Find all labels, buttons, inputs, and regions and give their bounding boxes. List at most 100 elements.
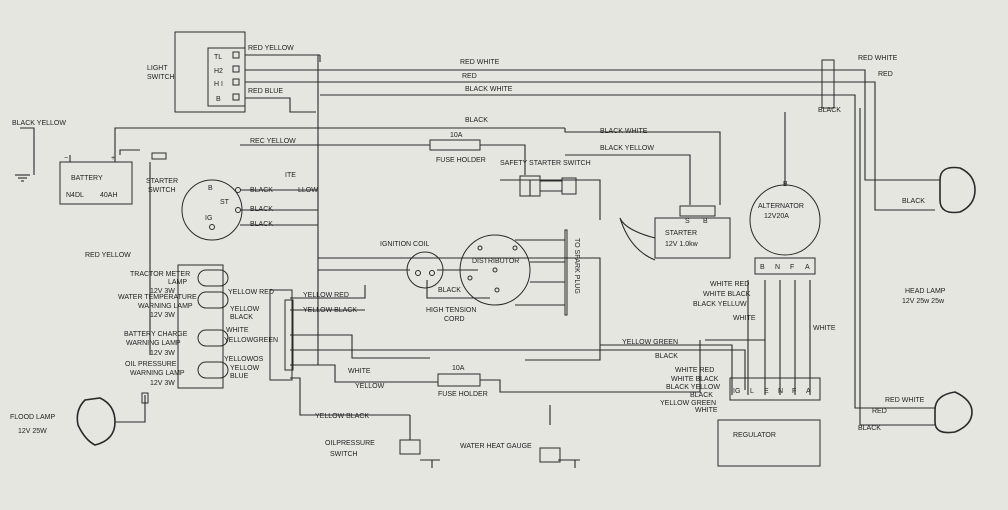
regulator: REGULATOR IG L E N F A bbox=[717, 377, 821, 467]
tractor-meter-label-3: 12V 3W bbox=[150, 288, 175, 295]
wire-black-7: BLACK bbox=[902, 198, 925, 205]
head-lamp-spec: 12V 25w 25w bbox=[902, 298, 945, 305]
wire-black-8: BLACK bbox=[858, 425, 881, 432]
oil-pressure-switch: OILPRESSURE SWITCH bbox=[325, 415, 440, 468]
wire-black-b: BLACK bbox=[250, 187, 273, 194]
wire-reg-yellow-green: YELLOW GREEN bbox=[660, 400, 716, 407]
wire-alt-white-red: WHITE RED bbox=[710, 281, 749, 288]
starter-switch-label-1: STARTER bbox=[146, 178, 178, 185]
oil-switch-label-2: SWITCH bbox=[330, 451, 358, 458]
battery: BATTERY N4DL 40AH − + bbox=[15, 155, 133, 205]
wire-labels: BLACK YELLOW RED YELLOW RED WHITE RED BL… bbox=[12, 45, 925, 432]
high-tension-label-2: CORD bbox=[444, 316, 465, 323]
wire-reg-white-red: WHITE RED bbox=[675, 367, 714, 374]
wire-red-yellow: RED YELLOW bbox=[248, 45, 294, 52]
wire-ite: ITE bbox=[285, 172, 296, 179]
wire-black-2: BLACK bbox=[230, 314, 253, 321]
wire-yellow-black-2: YELLOW BLACK bbox=[315, 413, 369, 420]
ls-terminal-h1: H I bbox=[214, 81, 223, 88]
oil-switch-label-1: OILPRESSURE bbox=[325, 440, 375, 447]
safety-starter-label: SAFETY STARTER SWITCH bbox=[500, 160, 591, 167]
fuse-holder-1-label: FUSE HOLDER bbox=[436, 157, 486, 164]
wire-blue-1: BLUE bbox=[230, 373, 249, 380]
oil-pressure-label-1: OIL PRESSURE bbox=[125, 361, 177, 368]
flood-lamp: FLOOD LAMP 12V 25W bbox=[10, 392, 149, 446]
alt-terminal-0: B bbox=[760, 264, 765, 271]
regulator-label: REGULATOR bbox=[733, 432, 776, 439]
wire-reg-white: WHITE bbox=[695, 407, 718, 414]
ls-terminal-h2: H2 bbox=[214, 68, 223, 75]
reg-terminal-5: A bbox=[806, 388, 811, 395]
wire-red-blue: RED BLUE bbox=[248, 88, 283, 95]
oil-pressure-label-3: 12V 3W bbox=[150, 380, 175, 387]
fuse-holder-1: 10A FUSE HOLDER bbox=[429, 132, 486, 164]
wire-black-white-2: BLACK WHITE bbox=[600, 128, 648, 135]
wire-reg-white-black: WHITE BLACK bbox=[671, 376, 719, 383]
wire-red-white: RED WHITE bbox=[460, 59, 500, 66]
starter-switch: STARTER SWITCH B ST IG bbox=[146, 152, 243, 241]
wire-white-1: WHITE bbox=[226, 327, 249, 334]
alternator-label: ALTERNATOR bbox=[758, 203, 804, 210]
wire-alt-black-yellow: BLACK YELLUW bbox=[693, 301, 747, 308]
oil-pressure-label-2: WARNING LAMP bbox=[130, 370, 185, 377]
fuse-holder-2: 10A FUSE HOLDER bbox=[437, 365, 488, 398]
alternator-terminal-b: B bbox=[783, 181, 788, 188]
wire-red-3: RED bbox=[872, 408, 887, 415]
wire-yellow-green-2: YELLOW GREEN bbox=[622, 339, 678, 346]
starter-terminal-s: S bbox=[685, 218, 690, 225]
wire-alt-white-black: WHITE BLACK bbox=[703, 291, 751, 298]
battery-label: BATTERY bbox=[71, 175, 103, 182]
battery-plus: + bbox=[111, 155, 115, 162]
wire-llow: LLOW bbox=[298, 187, 318, 194]
tractor-meter-label-2: LAMP bbox=[168, 279, 187, 286]
to-spark-plug-label: TO SPARK PLUG bbox=[573, 238, 580, 294]
wire-red-2: RED bbox=[878, 71, 893, 78]
reg-terminal-3: N bbox=[778, 388, 783, 395]
wire-white-3: WHITE bbox=[813, 325, 836, 332]
wire-yellow-green-1: YELLOWGREEN bbox=[224, 337, 278, 344]
wire-reg-black: BLACK bbox=[690, 392, 713, 399]
wire-yellow-2: YELLOW bbox=[230, 365, 260, 372]
distributor: DISTRIBUTOR HIGH TENSION CORD TO SPARK P… bbox=[426, 229, 580, 323]
starter-spec: 12V 1.0kw bbox=[665, 241, 699, 248]
wire-red-white-3: RED WHITE bbox=[885, 397, 925, 404]
starter-terminal-b: B bbox=[703, 218, 708, 225]
starter-label: STARTER bbox=[665, 230, 697, 237]
battery-minus: − bbox=[64, 155, 68, 162]
water-temp-label-2: WARNING LAMP bbox=[138, 303, 193, 310]
starter-switch-label-2: SWITCH bbox=[148, 187, 176, 194]
regulator-terminals: IG L E N F A bbox=[733, 388, 811, 395]
wire-alt-white: WHITE bbox=[733, 315, 756, 322]
alt-terminal-1: N bbox=[775, 264, 780, 271]
flood-lamp-label-2: 12V 25W bbox=[18, 428, 47, 435]
alternator-terminals: B N F A bbox=[760, 264, 810, 271]
wire-black-4: BLACK bbox=[818, 107, 841, 114]
alternator-spec: 12V20A bbox=[764, 213, 789, 220]
battery-model: N4DL bbox=[66, 192, 84, 199]
reg-terminal-4: F bbox=[792, 388, 796, 395]
light-switch-label-2: SWITCH bbox=[147, 74, 175, 81]
wire-yellow-os: YELLOWOS bbox=[224, 356, 264, 363]
starter: S B STARTER 12V 1.0kw bbox=[619, 205, 731, 261]
wire-red: RED bbox=[462, 73, 477, 80]
water-temp-label-3: 12V 3W bbox=[150, 312, 175, 319]
wire-black-st: BLACK bbox=[250, 206, 273, 213]
distributor-label: DISTRIBUTOR bbox=[472, 258, 519, 265]
wire-rec-yellow: REC YELLOW bbox=[250, 138, 296, 145]
ss-terminal-b: B bbox=[208, 185, 213, 192]
reg-terminal-0: IG bbox=[733, 388, 740, 395]
ignition-coil: IGNITION COIL bbox=[380, 241, 444, 289]
fuse-holder-2-label: FUSE HOLDER bbox=[438, 391, 488, 398]
head-lamp-label: HEAD LAMP bbox=[905, 288, 946, 295]
wires bbox=[20, 54, 940, 461]
ls-terminal-tl: TL bbox=[214, 54, 222, 61]
wire-yellow-black-1: YELLOW BLACK bbox=[303, 307, 357, 314]
wire-black-white: BLACK WHITE bbox=[465, 86, 513, 93]
fuse-1-rating: 10A bbox=[450, 132, 463, 139]
wire-yellow-red-1: YELLOW RED bbox=[228, 289, 274, 296]
ss-terminal-st: ST bbox=[220, 199, 230, 206]
ls-terminal-b: B bbox=[216, 96, 221, 103]
flood-lamp-label-1: FLOOD LAMP bbox=[10, 414, 55, 421]
